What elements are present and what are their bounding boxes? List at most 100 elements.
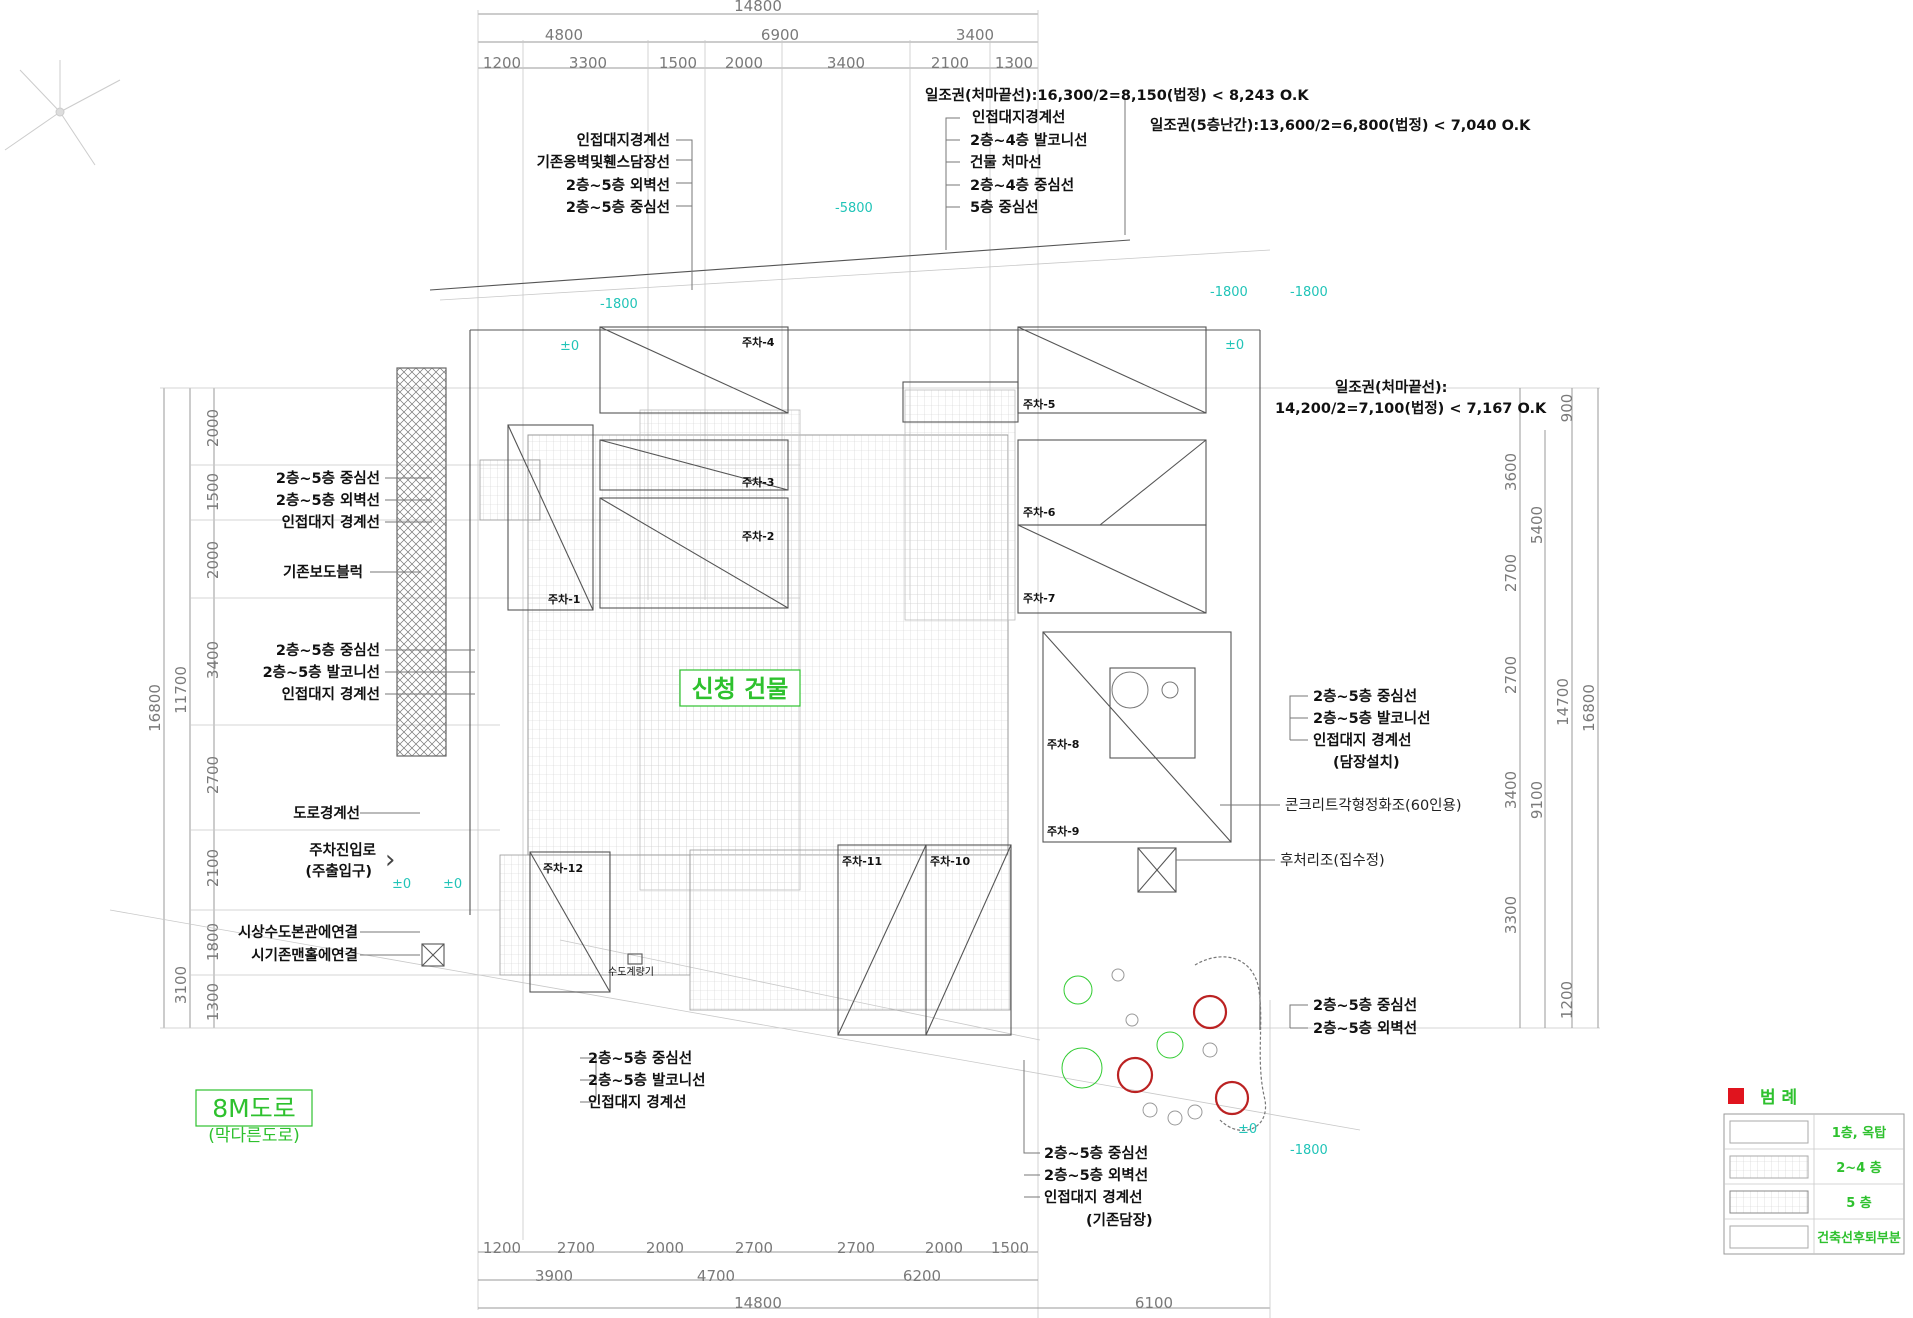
legend-title: 범 례 <box>1760 1088 1797 1108</box>
dim-right-in-4: 3400 <box>1502 771 1520 809</box>
level-zero-d: ±0 <box>443 877 462 892</box>
label-lb: 기존보도블럭 <box>283 563 363 581</box>
legend-item-0: 1층, 옥탑 <box>1832 1125 1886 1141</box>
entry-label-2: (주출입구) <box>305 863 372 880</box>
dim-right-out-0: 14700 <box>1554 678 1572 726</box>
dim-bot-r2-2: 6200 <box>903 1267 941 1285</box>
level-minus-1800-c: -1800 <box>1290 285 1328 300</box>
dim-top-r2-3: 2000 <box>725 54 763 72</box>
dim-right-in-2: 2700 <box>1502 554 1520 592</box>
level-zero-b: ±0 <box>1225 338 1244 353</box>
legend-marker <box>1728 1088 1744 1104</box>
label-tl-2: 2층~5층 외벽선 <box>566 176 670 194</box>
label-rd-1: 2층~5층 외벽선 <box>1313 1019 1417 1037</box>
sunlight-notes: 일조권(처마끝선):16,300/2=8,150(법정) < 8,243 O.K… <box>925 86 1547 417</box>
road-label-main: 8M도로 <box>212 1094 295 1123</box>
dim-top-r1-0: 4800 <box>545 26 583 44</box>
sunlight-note-3a: 일조권(처마끝선): <box>1335 378 1447 396</box>
dim-right-mid-1: 9100 <box>1528 781 1546 819</box>
parking-label-10: 주차-10 <box>930 854 970 868</box>
label-lc-1: 2층~5층 발코니선 <box>263 664 380 681</box>
sunlight-note-1: 일조권(처마끝선):16,300/2=8,150(법정) < 8,243 O.K <box>925 86 1309 104</box>
entry-label-1: 주차진입로 <box>309 842 376 859</box>
level-markers: -5800 -1800 -1800 -1800 -1800 ±0 ±0 ±0 ±… <box>392 201 1328 1158</box>
landscape-trees <box>1061 956 1267 1131</box>
existing-sidewalk-block <box>396 367 447 757</box>
right-dimension-lines <box>1519 388 1599 1028</box>
dim-top-r2-0: 1200 <box>483 54 521 72</box>
road-label: 8M도로 (막다른도로) <box>195 1089 313 1146</box>
level-minus-1800-b: -1800 <box>1210 285 1248 300</box>
road-label-sub: (막다른도로) <box>208 1126 299 1146</box>
labels-right: 2층~5층 중심선 2층~5층 발코니선 인접대지 경계선 (담장설치) 콘크리… <box>1280 688 1462 1037</box>
parking-spaces <box>507 326 1232 1036</box>
dim-bot-r1-4: 2700 <box>837 1239 875 1257</box>
bottom-dimension-texts: 1200 2700 2000 2700 2700 2000 1500 3900 … <box>483 1239 1173 1312</box>
dim-bot-r1-1: 2700 <box>557 1239 595 1257</box>
top-dimension-texts: 14800 4800 6900 3400 1200 3300 1500 2000… <box>483 0 1033 72</box>
building-label: 신청 건물 <box>692 675 789 703</box>
label-ld: 도로경계선 <box>293 804 360 822</box>
parking-label-2: 주차-2 <box>742 529 774 543</box>
dim-top-r2-5: 2100 <box>931 54 969 72</box>
dim-top-r2-6: 1300 <box>995 54 1033 72</box>
proposed-building-footprint <box>479 389 1016 1011</box>
label-bb-3: (기존담장) <box>1086 1211 1153 1229</box>
dim-left-3: 3400 <box>204 641 222 679</box>
level-minus-1800-d: -1800 <box>1290 1143 1328 1158</box>
leader-lines <box>360 100 1308 1198</box>
dim-left-4: 2700 <box>204 756 222 794</box>
dim-top-r1-1: 6900 <box>761 26 799 44</box>
legend-item-1: 2~4 층 <box>1836 1160 1882 1176</box>
label-ra-3: (담장설치) <box>1333 753 1400 771</box>
dim-left-mid: 11700 <box>172 666 190 714</box>
label-tm-3: 2층~4층 중심선 <box>970 177 1074 194</box>
water-meter: 수도계량기 <box>421 943 654 978</box>
level-zero-c: ±0 <box>392 877 411 892</box>
dim-left-7: 1300 <box>204 983 222 1021</box>
bottom-dimension-lines <box>478 1000 1271 1318</box>
dim-left-extra: 3100 <box>172 966 190 1004</box>
label-ba-0: 2층~5층 중심선 <box>588 1050 692 1067</box>
label-le-1: 시기존맨홀에연결 <box>251 946 358 964</box>
site-boundary-lines <box>109 239 1361 1131</box>
legend: 범 례 1층, 옥탑 2~4 층 5 층 건축선후퇴부분 <box>1723 1088 1905 1255</box>
dim-right-in-3: 2700 <box>1502 656 1520 694</box>
sunlight-note-2: 일조권(5층난간):13,600/2=6,800(법정) < 7,040 O.K <box>1150 116 1531 134</box>
dim-right-mid-0: 5400 <box>1528 506 1546 544</box>
label-tm-1: 2층~4층 발코니선 <box>970 132 1087 149</box>
parking-label-6: 주차-6 <box>1023 505 1056 519</box>
parking-label-4: 주차-4 <box>742 335 775 349</box>
label-tm-4: 5층 중심선 <box>970 199 1039 216</box>
labels-top-mid: 인접대지경계선 2층~4층 발코니선 건물 처마선 2층~4층 중심선 5층 중… <box>970 108 1087 216</box>
labels-bottom: 2층~5층 중심선 2층~5층 발코니선 인접대지 경계선 2층~5층 중심선 … <box>588 1050 1153 1229</box>
top-dimension-lines <box>477 10 1039 1318</box>
parking-label-11: 주차-11 <box>842 854 882 868</box>
label-bb-2: 인접대지 경계선 <box>1044 1188 1142 1206</box>
dim-bot-r1-3: 2700 <box>735 1239 773 1257</box>
dim-bot-r1-6: 1500 <box>991 1239 1029 1257</box>
labels-left: 2층~5층 중심선 2층~5층 외벽선 인접대지 경계선 기존보도블럭 2층~5… <box>238 470 395 964</box>
parking-label-8: 주차-8 <box>1047 737 1079 751</box>
right-dimension-texts: 900 3600 2700 2700 3400 3300 1200 5400 9… <box>1502 394 1598 1019</box>
north-star-mark <box>4 60 121 166</box>
parking-label-12: 주차-12 <box>543 861 583 875</box>
label-lc-0: 2층~5층 중심선 <box>276 642 380 659</box>
label-la-1: 2층~5층 외벽선 <box>276 491 380 509</box>
dim-bot-r2-1: 4700 <box>697 1267 735 1285</box>
level-minus-1800-a: -1800 <box>600 297 638 312</box>
dim-top-r1-2: 3400 <box>956 26 994 44</box>
label-tm-0: 인접대지경계선 <box>972 108 1065 126</box>
dim-bot-extra: 6100 <box>1135 1294 1173 1312</box>
left-dimension-texts: 16800 11700 3100 2000 1500 2000 3400 270… <box>146 409 222 1021</box>
label-le-0: 시상수도본관에연결 <box>238 923 358 941</box>
label-tl-1: 기존옹벽및휀스담장선 <box>537 153 670 171</box>
parking-label-1: 주차-1 <box>548 592 580 606</box>
label-bb-1: 2층~5층 외벽선 <box>1044 1166 1148 1184</box>
dim-left-2: 2000 <box>204 541 222 579</box>
dim-bot-r1-0: 1200 <box>483 1239 521 1257</box>
dim-right-in-0: 900 <box>1558 394 1576 423</box>
dim-bot-r1-2: 2000 <box>646 1239 684 1257</box>
label-la-0: 2층~5층 중심선 <box>276 470 380 487</box>
